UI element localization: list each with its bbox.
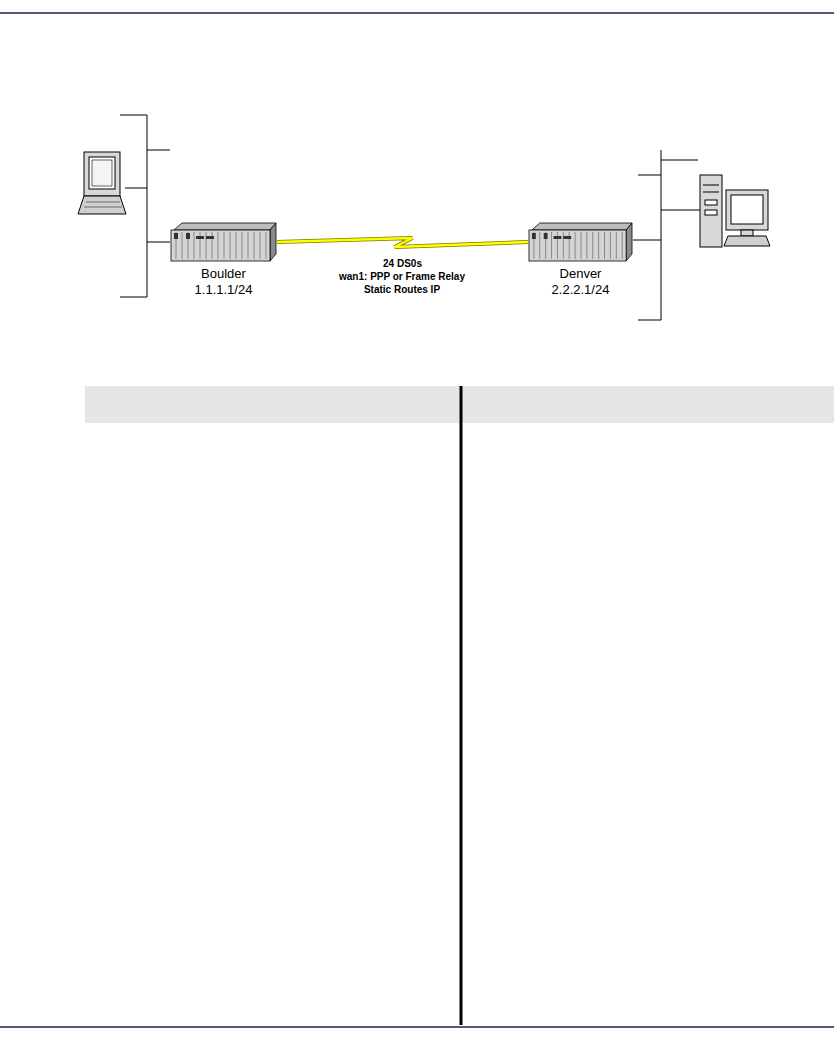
bottom-rule: [0, 1026, 834, 1028]
router-chassis: [170, 222, 277, 262]
link-note: wan1: PPP or Frame Relay: [337, 270, 467, 283]
wan-link: [277, 238, 528, 247]
lan-bus-right: [633, 150, 700, 320]
ip-address: 2.2.2.1/24: [552, 282, 610, 297]
lan-bus-left: [120, 115, 170, 297]
router-device: Boulder1.1.1.1/24: [170, 222, 277, 262]
top-rule: [0, 12, 834, 14]
site-name: Denver: [560, 266, 602, 281]
desktop-icon: [700, 175, 770, 247]
link-label: 24 DS0s: [381, 257, 424, 270]
ip-address: 1.1.1.1/24: [195, 282, 253, 297]
link-note: Static Routes IP: [362, 283, 442, 296]
router-chassis: [528, 222, 633, 262]
site-name: Boulder: [201, 266, 246, 281]
laptop-icon: [78, 152, 126, 214]
router-device: Denver2.2.2.1/24: [528, 222, 633, 262]
table-divider: [460, 386, 463, 1025]
